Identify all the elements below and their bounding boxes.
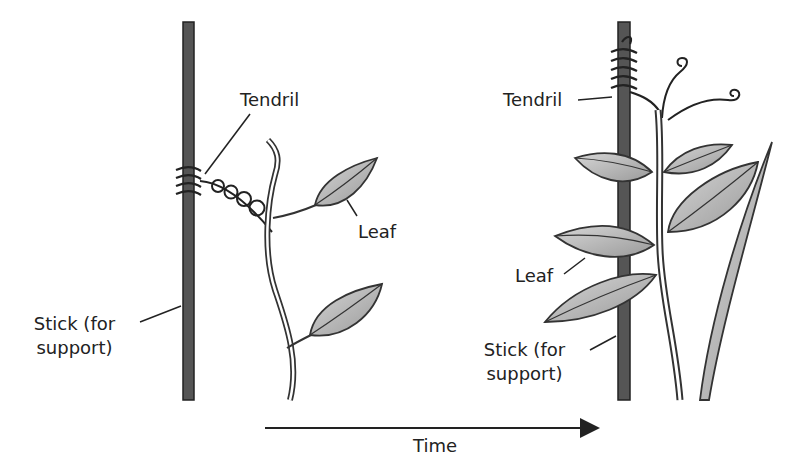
- tendril-curl: [662, 58, 739, 120]
- leaf: [545, 144, 758, 322]
- part-label: Leaf: [515, 264, 553, 288]
- part-label: Tendril: [503, 88, 562, 112]
- leader-line: [140, 114, 357, 322]
- tendril-coil: [176, 167, 201, 195]
- part-label: Time: [395, 434, 475, 458]
- tendril-coil: [611, 37, 660, 112]
- tendril-spiral: [200, 180, 272, 232]
- support-stick: [183, 22, 194, 400]
- part-label: Tendril: [240, 88, 299, 112]
- leaf: [310, 158, 382, 336]
- leader-line: [564, 97, 616, 350]
- part-label: Stick (for support): [462, 338, 587, 386]
- right-stem: [658, 110, 680, 400]
- left-stem: [267, 140, 316, 400]
- support-stick: [618, 22, 630, 400]
- time-arrow: [265, 427, 596, 429]
- part-label: Stick (for support): [12, 312, 137, 360]
- part-label: Leaf: [358, 220, 396, 244]
